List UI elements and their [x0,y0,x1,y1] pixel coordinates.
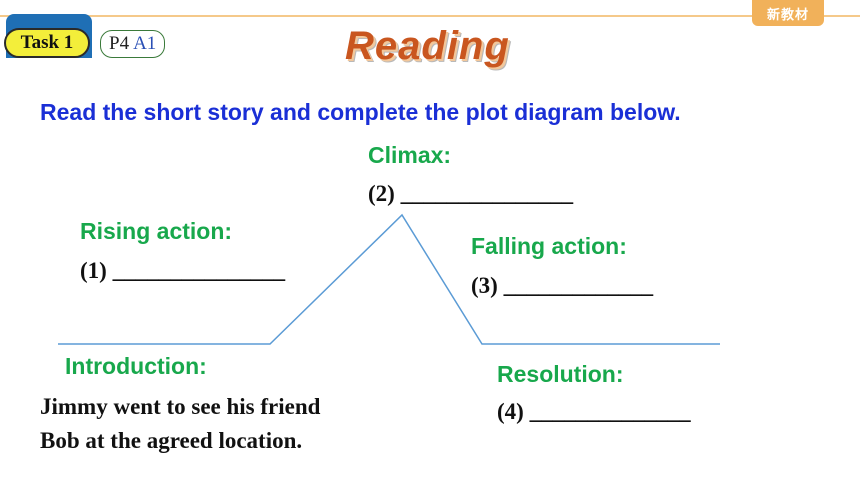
section-title: Reading [345,24,510,68]
introduction-text-line1: Jimmy went to see his friend [40,394,321,419]
page-reference: P4 A1 [100,30,166,58]
climax-blank[interactable]: (2) _______________ [368,181,574,206]
rising-action-blank[interactable]: (1) _______________ [80,258,286,283]
falling-action-blank[interactable]: (3) _____________ [471,273,654,298]
introduction-text-line2: Bob at the agreed location. [40,428,303,453]
rising-action-heading: Rising action: [80,218,233,244]
header-rule [0,15,860,17]
resolution-blank[interactable]: (4) ______________ [497,399,691,424]
introduction-heading: Introduction: [65,353,207,379]
climax-heading: Climax: [368,142,452,168]
instruction-text: Read the short story and complete the pl… [40,99,681,125]
plot-line [58,213,720,345]
falling-action-heading: Falling action: [471,233,627,259]
task-tab: Task 1 [0,14,94,60]
page-reference-activity: A1 [133,33,157,54]
resolution-heading: Resolution: [497,361,624,387]
new-textbook-badge: 新教材 [752,0,824,26]
task-label: Task 1 [4,28,90,58]
page-reference-page: P4 [109,33,130,54]
introduction-text: Jimmy went to see his friend Bob at the … [40,390,320,458]
